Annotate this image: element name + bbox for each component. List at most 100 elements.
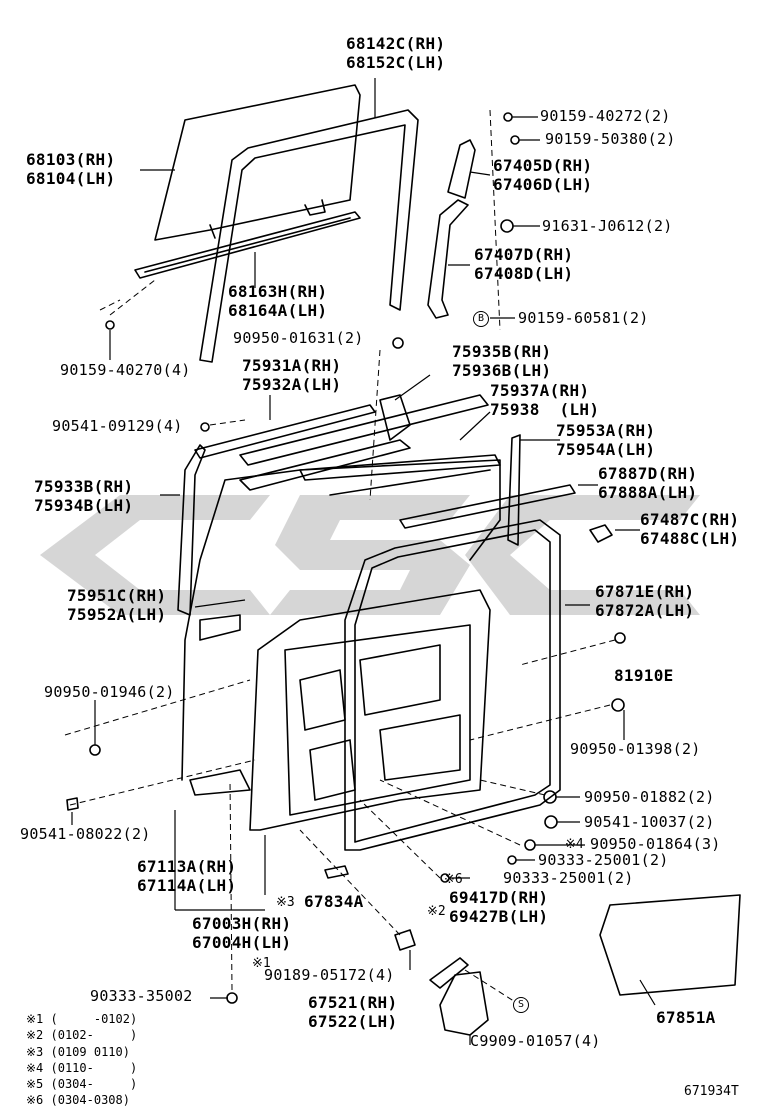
callout-75935B: 75935B(RH)75936B(LH) [452,342,551,380]
callout-90333-25001-upper: 90333-25001(2) [538,851,669,869]
circle-marker-b: B [473,311,489,327]
footnote-marker-3: ※3 [276,895,295,910]
footnote-2: ※2 (0102- ) [26,1028,138,1042]
callout-line: 67872A(LH) [595,601,695,620]
callout-line: 75952A(LH) [67,605,167,624]
callout-90333-35002: 90333-35002 [90,987,193,1005]
footnote-marker-6: ※6 [444,872,463,887]
weatherstrip-67871E [344,519,561,851]
callout-68163H: 68163H(RH)68164A(LH) [228,282,327,320]
callout-90541-09129: 90541-09129(4) [52,417,183,435]
callout-90159-40272: 90159-40272(2) [540,107,671,125]
footnote-6: ※6 (0304-0308) [26,1093,130,1107]
hinge-67521 [429,957,489,1036]
clip-67487C [589,524,613,543]
callout-line: 68103(RH) [26,150,116,169]
callout-line: 69417D(RH) [449,888,549,907]
channel-67405D [447,139,476,199]
callout-line: 69427B(LH) [449,907,549,926]
callout-line: 68163H(RH) [228,282,328,301]
callout-line: 67487C(RH) [640,510,740,529]
callout-line: 67406D(LH) [493,175,593,194]
footnote-1: ※1 ( -0102) [26,1012,138,1026]
callout-67834A: 67834A [304,892,364,911]
callout-90950-01398: 90950-01398(2) [570,740,701,758]
moulding-75953A [507,434,521,546]
door-glass-68103 [154,84,361,241]
callout-90950-01882: 90950-01882(2) [584,788,715,806]
callout-line: 75933B(RH) [34,477,134,496]
channel-67407D [427,199,469,319]
callout-line: 68142C(RH) [346,34,446,53]
callout-line: 67522(LH) [308,1012,398,1031]
glass-run-68142C [199,109,419,363]
callout-90159-40270: 90159-40270(4) [60,361,191,379]
callout-line: 75954A(LH) [556,440,656,459]
footnote-marker-4: ※4 [565,837,584,852]
callout-line: 75938 (LH) [490,400,600,419]
illustration-id: 671934T [684,1084,739,1099]
callout-line: 75936B(LH) [452,361,552,380]
callout-75931A: 75931A(RH)75932A(LH) [242,356,341,394]
callout-90950-01864: 90950-01864(3) [590,835,721,853]
door-outer-panel [181,459,501,796]
callout-line: 75931A(RH) [242,356,342,375]
callout-67851A: 67851A [656,1008,716,1027]
callout-line: 68164A(LH) [228,301,328,320]
callout-line: 67407D(RH) [474,245,574,264]
callout-67407D: 67407D(RH)67408D(LH) [474,245,573,283]
moulding-75933B [177,444,206,616]
callout-line: 67113A(RH) [137,857,237,876]
footnote-3: ※3 (0109 0110) [26,1045,130,1059]
callout-line: 75951C(RH) [67,586,167,605]
callout-line: 68104(LH) [26,169,116,188]
frame-moulding-75935B [239,394,489,491]
moulding-75931A [194,404,376,459]
service-hole-cover-67851A [599,894,741,996]
callout-line: 75953A(RH) [556,421,656,440]
callout-67113A: 67113A(RH)67114A(LH) [137,857,236,895]
callout-67405D: 67405D(RH)67406D(LH) [493,156,592,194]
callout-68103: 68103(RH)68104(LH) [26,150,115,188]
callout-75933B: 75933B(RH)75934B(LH) [34,477,133,515]
callout-90950-01946: 90950-01946(2) [44,683,175,701]
callout-90189-05172: 90189-05172(4) [264,966,395,984]
footnote-5: ※5 (0304- ) [26,1077,138,1091]
callout-68142C: 68142C(RH)68152C(LH) [346,34,445,72]
callout-69417D: 69417D(RH)69427B(LH) [449,888,548,926]
callout-C9909-01057: C9909-01057(4) [470,1032,601,1050]
callout-line: 67003H(RH) [192,914,292,933]
belt-67887D [399,484,576,529]
callout-67003H: 67003H(RH)67004H(LH) [192,914,291,952]
footnote-marker-1: ※1 [252,956,271,971]
callout-line: 68152C(LH) [346,53,446,72]
bracket-69417D [394,929,416,951]
callout-75937A: 75937A(RH)75938 (LH) [490,381,599,419]
callout-line: 75932A(LH) [242,375,342,394]
callout-line: 67114A(LH) [137,876,237,895]
callout-line: 75937A(RH) [490,381,590,400]
callout-line: 67408D(LH) [474,264,574,283]
callout-81910E: 81910E [614,666,674,685]
callout-67487C: 67487C(RH)67488C(LH) [640,510,739,548]
callout-90950-01631: 90950-01631(2) [233,329,364,347]
footnote-marker-2: ※2 [427,904,446,919]
callout-91631-J0612: 91631-J0612(2) [542,217,673,235]
callout-67871E: 67871E(RH)67872A(LH) [595,582,694,620]
callout-line: 67888A(LH) [598,483,698,502]
callout-line: 67405D(RH) [493,156,593,175]
callout-90541-08022: 90541-08022(2) [20,825,151,843]
callout-90159-50380: 90159-50380(2) [545,130,676,148]
callout-line: 75934B(LH) [34,496,134,515]
watermark-logo [40,495,700,615]
footnote-4: ※4 (0110- ) [26,1061,138,1075]
callout-75953A: 75953A(RH)75954A(LH) [556,421,655,459]
door-inner-panel-67003H [249,589,491,831]
callout-line: 67004H(LH) [192,933,292,952]
circle-marker-s: S [513,997,529,1013]
callout-90159-60581: 90159-60581(2) [518,309,649,327]
callout-90541-10037: 90541-10037(2) [584,813,715,831]
callout-67521: 67521(RH)67522(LH) [308,993,397,1031]
